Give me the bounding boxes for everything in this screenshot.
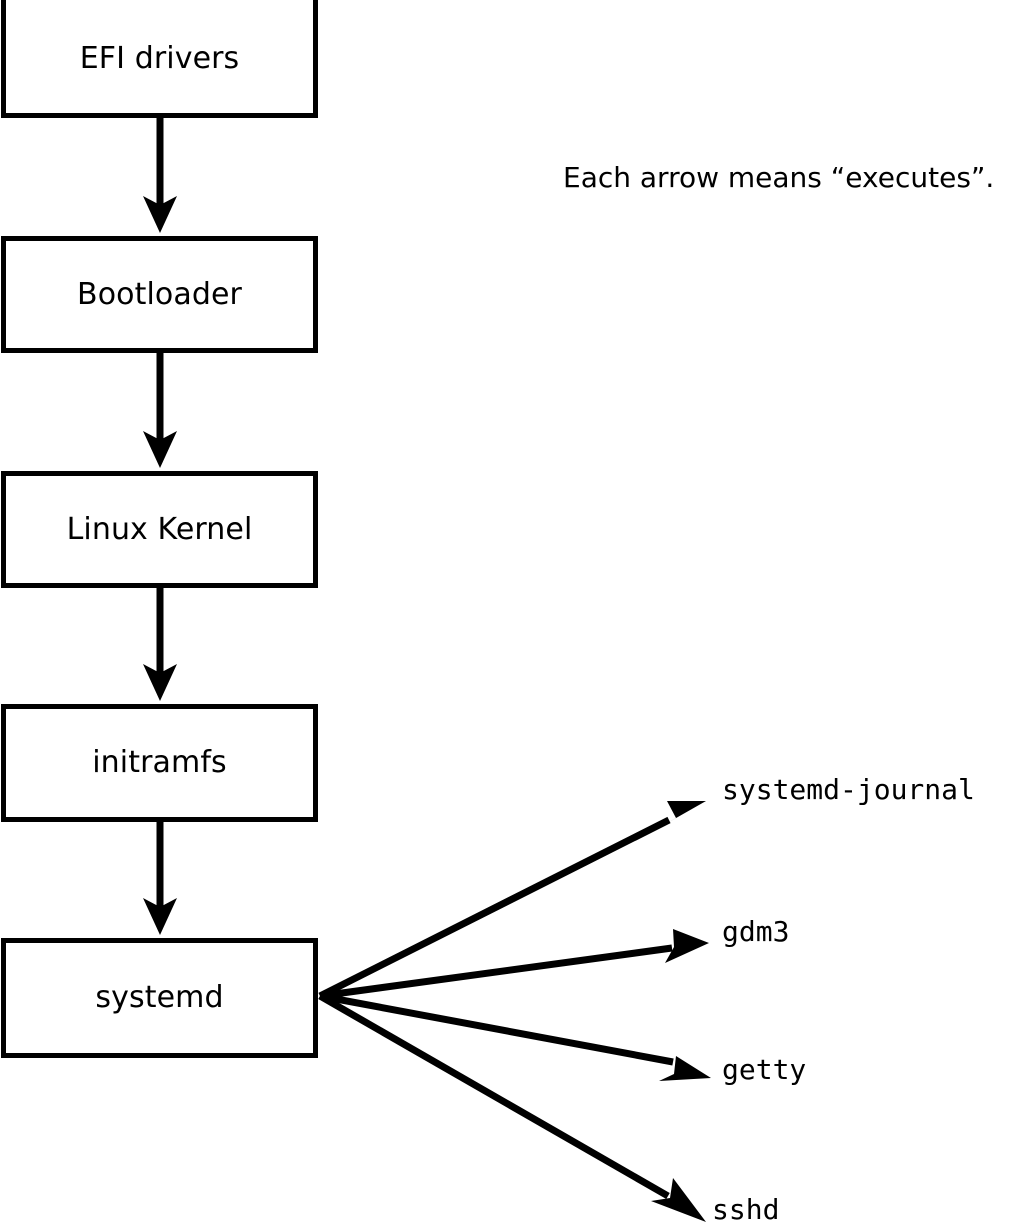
arrow-systemd-to-gdm3 xyxy=(319,929,709,1000)
stage-box-systemd[interactable]: systemd xyxy=(1,938,318,1058)
arrow-kernel-to-initramfs xyxy=(143,588,177,701)
arrow-efi-to-bootloader xyxy=(143,118,177,233)
stage-label-bootloader: Bootloader xyxy=(77,276,242,312)
arrow-systemd-to-systemd-journal xyxy=(318,801,706,1000)
arrow-systemd-to-getty xyxy=(319,992,711,1081)
legend-caption: Each arrow means “executes”. xyxy=(563,161,995,194)
stage-label-efi-drivers: EFI drivers xyxy=(79,41,240,76)
stage-box-bootloader[interactable]: Bootloader xyxy=(1,236,318,353)
stage-label-linux-kernel: Linux Kernel xyxy=(66,511,253,547)
arrow-bootloader-to-kernel xyxy=(143,353,177,468)
process-label-systemd-journal: systemd-journal xyxy=(722,773,975,806)
arrow-systemd-to-sshd xyxy=(318,992,706,1222)
process-label-getty: getty xyxy=(722,1053,807,1086)
process-label-sshd: sshd xyxy=(712,1193,780,1226)
stage-label-initramfs: initramfs xyxy=(92,745,227,780)
process-label-gdm3: gdm3 xyxy=(722,915,790,948)
stage-box-linux-kernel[interactable]: Linux Kernel xyxy=(1,471,318,588)
arrow-initramfs-to-systemd xyxy=(143,822,177,935)
stage-label-systemd: systemd xyxy=(95,980,224,1015)
stage-box-efi-drivers[interactable]: EFI drivers xyxy=(1,0,318,118)
stage-box-initramfs[interactable]: initramfs xyxy=(1,704,318,822)
